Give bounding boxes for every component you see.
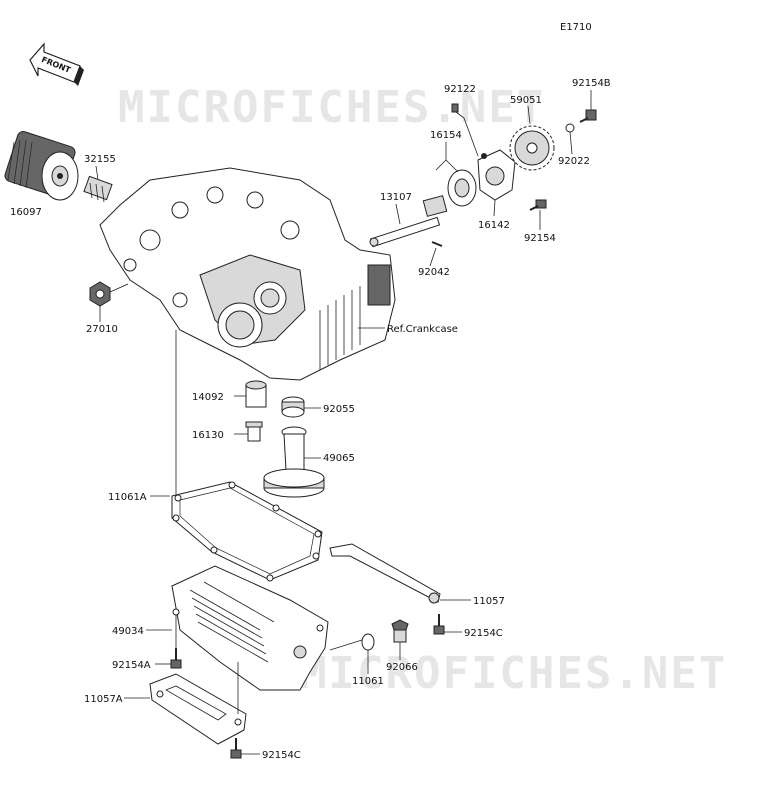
label-92154C-upper: 92154C <box>464 628 503 639</box>
bolt-92154A <box>170 648 182 669</box>
washer-92022 <box>565 123 575 133</box>
plug-27010 <box>89 281 111 307</box>
shaft-13107 <box>369 216 441 248</box>
bolt-92154C-lower <box>230 738 242 759</box>
label-92154A: 92154A <box>112 660 151 671</box>
collar-14092 <box>245 380 267 408</box>
washer-11061 <box>361 633 375 651</box>
label-27010: 27010 <box>86 324 118 335</box>
label-16154: 16154 <box>430 130 462 141</box>
watermark-top: MICROFICHES.NET <box>118 82 545 133</box>
bolt-92154 <box>529 199 547 211</box>
label-59051: 59051 <box>510 95 542 106</box>
label-11061A: 11061A <box>108 492 147 503</box>
label-49034: 49034 <box>112 626 144 637</box>
label-49065: 49065 <box>323 453 355 464</box>
valve-16130 <box>245 421 263 442</box>
oil-pan-49034 <box>171 565 329 691</box>
label-13107: 13107 <box>380 192 412 203</box>
crankcase-body <box>99 167 396 381</box>
pipe-11057 <box>329 543 441 604</box>
label-92066: 92066 <box>386 662 418 673</box>
strainer-49065 <box>263 426 325 498</box>
label-92042: 92042 <box>418 267 450 278</box>
label-92055: 92055 <box>323 404 355 415</box>
label-92154: 92154 <box>524 233 556 244</box>
label-92154B: 92154B <box>572 78 611 89</box>
sprocket-59051 <box>509 125 555 171</box>
label-16097: 16097 <box>10 207 42 218</box>
fitting-32155 <box>83 175 113 203</box>
pump-body-16142 <box>477 149 516 201</box>
label-11057: 11057 <box>473 596 505 607</box>
oring-92055 <box>281 396 305 418</box>
label-16142: 16142 <box>478 220 510 231</box>
label-14092: 14092 <box>192 392 224 403</box>
label-92122: 92122 <box>444 84 476 95</box>
drain-plug-92066 <box>391 619 409 643</box>
label-11061: 11061 <box>352 676 384 687</box>
watermark-bottom: MICROFICHES.NET <box>300 648 727 699</box>
label-ref-crankcase: Ref.Crankcase <box>387 324 458 335</box>
bolt-92154B <box>579 109 597 123</box>
oil-filter-16097 <box>4 131 79 201</box>
pin-92122 <box>451 103 459 113</box>
gasket-11061A <box>171 481 323 582</box>
label-92022: 92022 <box>558 156 590 167</box>
label-32155: 32155 <box>84 154 116 165</box>
diagram-code: E1710 <box>560 22 592 33</box>
front-arrow-icon: FRONT <box>29 42 84 86</box>
label-11057A: 11057A <box>84 694 123 705</box>
bracket-11057A <box>149 673 247 745</box>
label-92154C-lower: 92154C <box>262 750 301 761</box>
label-16130: 16130 <box>192 430 224 441</box>
bolt-92154C-upper <box>433 614 445 635</box>
rotor-16154 <box>422 169 477 217</box>
